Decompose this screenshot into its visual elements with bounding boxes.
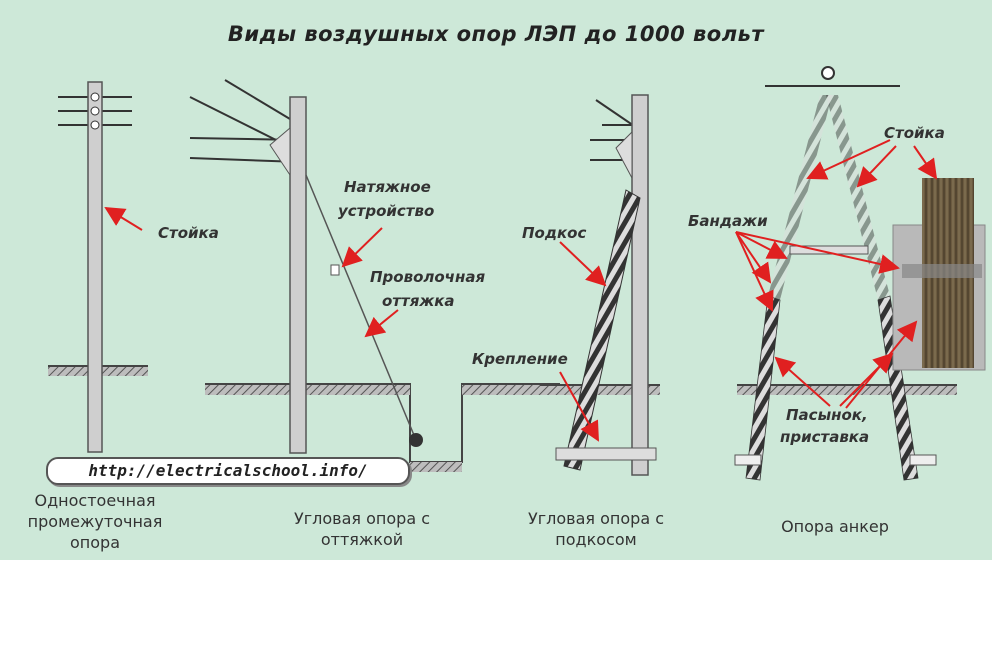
arrow-podkos	[559, 241, 607, 287]
label-stoika-2: Стойка	[884, 124, 945, 142]
ground-2	[205, 383, 560, 463]
arrow-bandazhi-b	[735, 231, 772, 284]
anchor-crossbar	[789, 245, 869, 255]
label-stoika-1: Стойка	[158, 224, 219, 242]
label-pasynok-1: Пасынок,	[786, 406, 868, 424]
ground-3	[540, 385, 660, 395]
caption-pole-single: Одностоечная промежуточная опора	[0, 490, 190, 553]
caption-line: Опора анкер	[781, 517, 889, 536]
strut	[563, 189, 641, 471]
pole-stand-1	[87, 81, 103, 453]
label-natyazhnoe-2: устройство	[338, 202, 435, 220]
arrow-stoika-1	[104, 206, 143, 231]
pole-strut	[540, 94, 660, 476]
power-line-poles-diagram	[48, 66, 986, 481]
leg-left-lower	[745, 295, 781, 481]
ground-4	[737, 385, 957, 395]
arrow-stoika-2b	[856, 145, 897, 188]
label-natyazhnoe-1: Натяжное	[344, 178, 431, 196]
leg-right-lower	[877, 295, 919, 481]
label-pasynok-2: приставка	[780, 428, 870, 446]
label-provolochnaya-2: оттяжка	[382, 292, 455, 310]
arrow-bandazhi-c	[735, 231, 788, 259]
arrow-stoika-2a	[806, 139, 891, 180]
label-bandazhi: Бандажи	[688, 212, 768, 230]
caption-pole-strut: Угловая опора с подкосом	[496, 508, 696, 550]
caption-line: Угловая опора с	[528, 509, 664, 528]
leg-left-upper	[768, 95, 832, 300]
arrow-bandazhi-a	[735, 231, 774, 312]
pole-anchor	[734, 66, 986, 481]
pole-stand-2	[289, 96, 307, 454]
arrow-natyazhnoe	[341, 227, 383, 268]
label-podkos: Подкос	[522, 224, 587, 242]
pole-stand-3	[631, 94, 649, 476]
caption-line: опора	[70, 533, 120, 552]
crossbar	[555, 447, 657, 461]
arrow-kreplenie	[559, 371, 599, 442]
caption-pole-anchor: Опора анкер	[750, 516, 920, 537]
pole-guyed	[189, 79, 560, 472]
arrow-stoika-2c	[913, 145, 938, 180]
caption-pole-guyed: Угловая опора с оттяжкой	[262, 508, 462, 550]
arrow-bandazhi-d	[735, 231, 900, 274]
arrow-pasynok-a	[774, 356, 831, 407]
caption-line: Одностоечная	[34, 491, 156, 510]
source-url-badge: http://electricalschool.info/	[46, 457, 410, 485]
caption-line: промежуточная	[27, 512, 163, 531]
arrow-provolochnaya	[364, 309, 399, 338]
caption-line: оттяжкой	[320, 530, 404, 549]
diagram-title: Виды воздушных опор ЛЭП до 1000 вольт	[227, 22, 765, 46]
leg-right-upper	[826, 95, 890, 300]
arrow-pasynok-c	[845, 320, 918, 409]
label-kreplenie: Крепление	[472, 350, 568, 368]
label-provolochnaya-1: Проволочная	[370, 268, 486, 286]
caption-line: подкосом	[555, 530, 637, 549]
guy-wire	[305, 174, 417, 441]
pole-single	[48, 81, 148, 453]
caption-line: Угловая опора с	[294, 509, 430, 528]
